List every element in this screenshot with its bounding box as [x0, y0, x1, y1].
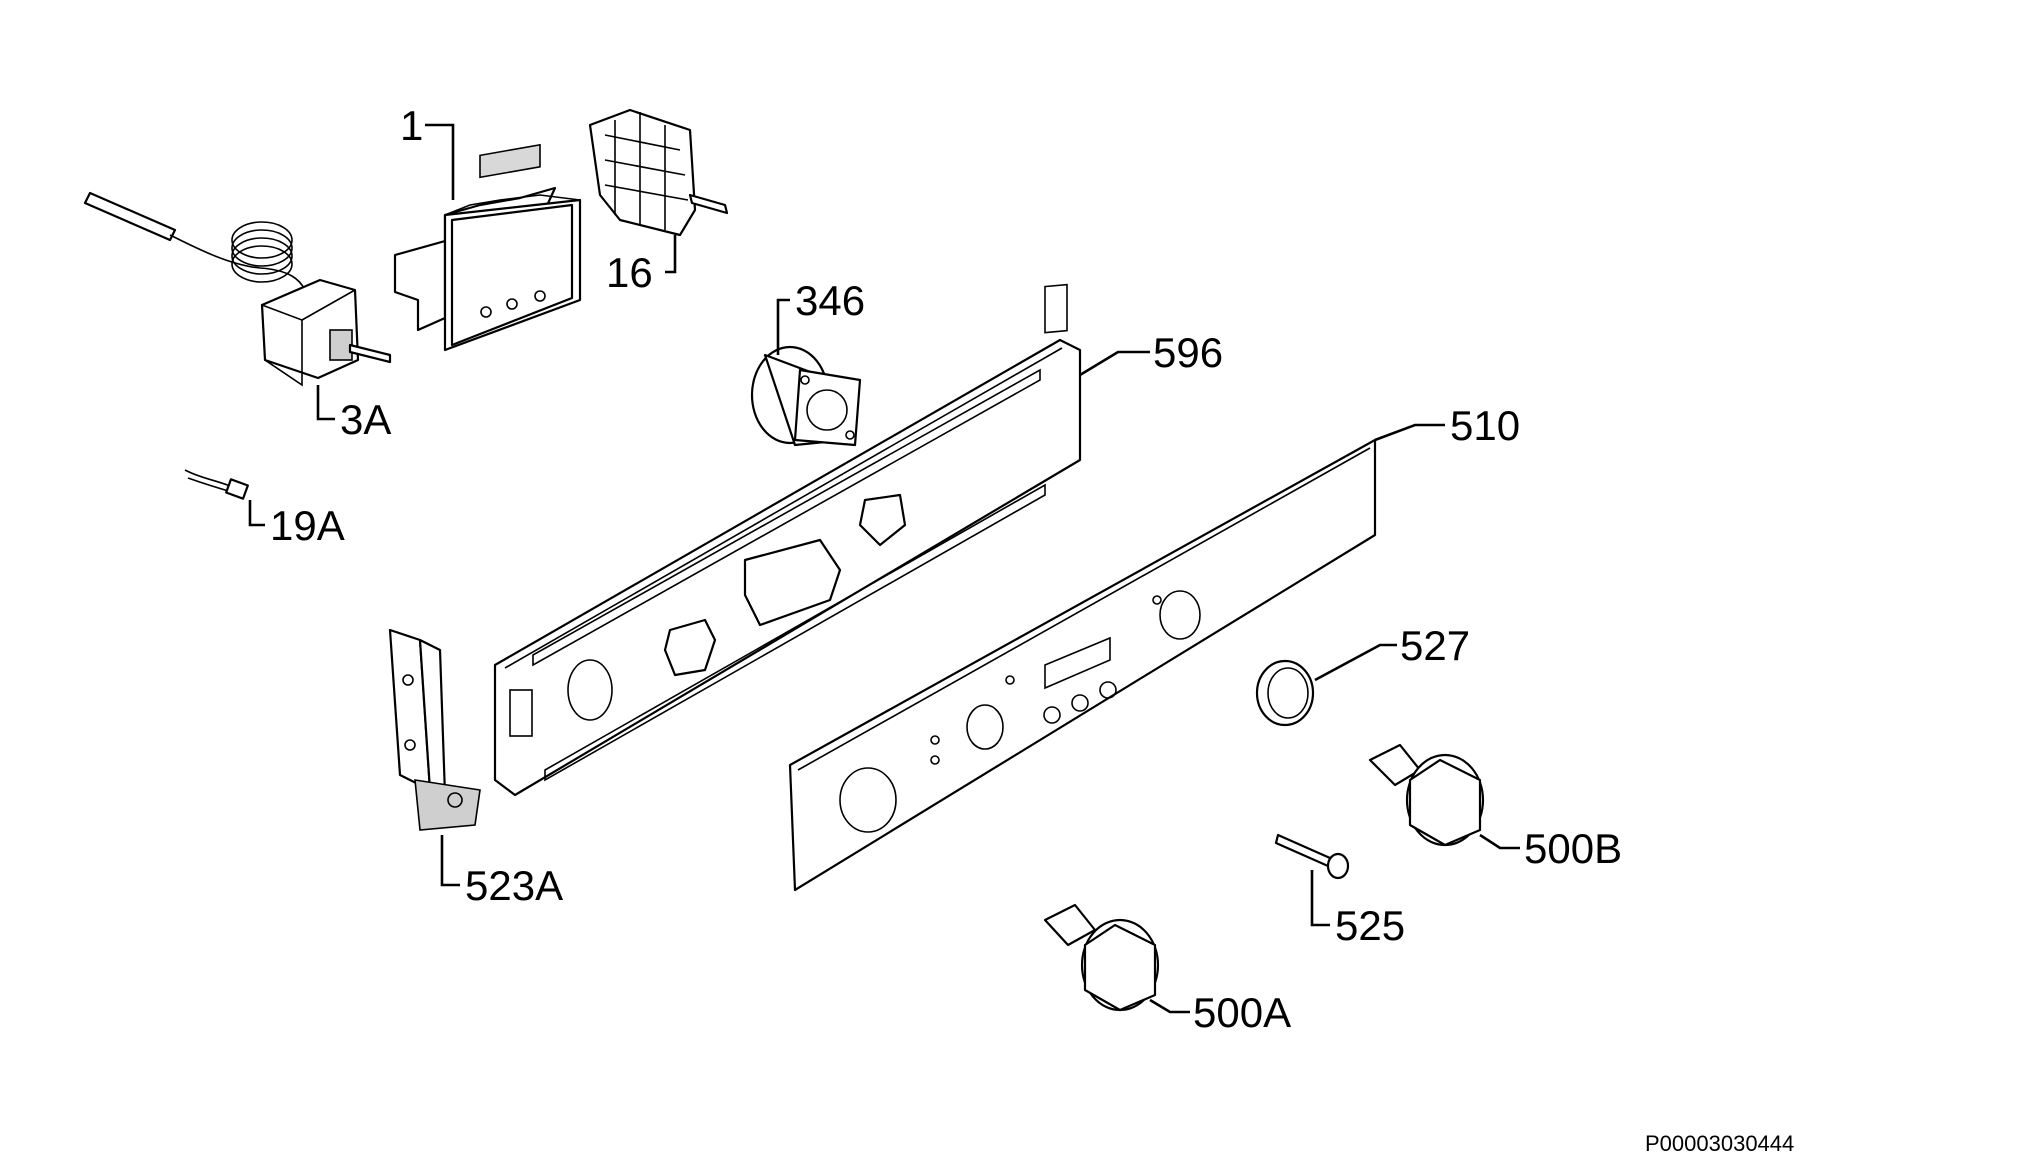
part-16-selector-switch [588, 108, 729, 237]
label-346: 346 [795, 277, 865, 324]
part-525-light-guide [1274, 833, 1350, 880]
label-527: 527 [1400, 622, 1470, 669]
label-3a: 3A [340, 396, 391, 443]
label-1: 1 [400, 102, 423, 149]
label-596: 596 [1153, 329, 1223, 376]
part-500a-knob [1043, 903, 1160, 1012]
label-16: 16 [606, 249, 653, 296]
part-3a-thermostat [83, 191, 392, 387]
part-523a-bracket [388, 628, 481, 831]
part-labels: 1 16 346 596 3A 19A 510 527 523A 500B 52… [270, 102, 1622, 1036]
part-346-bulb-holder [750, 345, 862, 447]
label-500b: 500B [1524, 825, 1622, 872]
label-500a: 500A [1193, 989, 1291, 1036]
part-527-ring [1255, 659, 1315, 727]
part-500b-knob [1368, 743, 1485, 847]
label-525: 525 [1335, 902, 1405, 949]
part-19a-lamp [184, 469, 249, 500]
label-510: 510 [1450, 402, 1520, 449]
leader-lines [248, 123, 1520, 1014]
label-19a: 19A [270, 502, 345, 549]
drawing-code: P00003030444 [1645, 1131, 1794, 1156]
part-510-control-panel [788, 438, 1377, 892]
part-1-timer-module [393, 143, 582, 352]
label-523a: 523A [465, 862, 563, 909]
part-596-frame [493, 283, 1082, 797]
